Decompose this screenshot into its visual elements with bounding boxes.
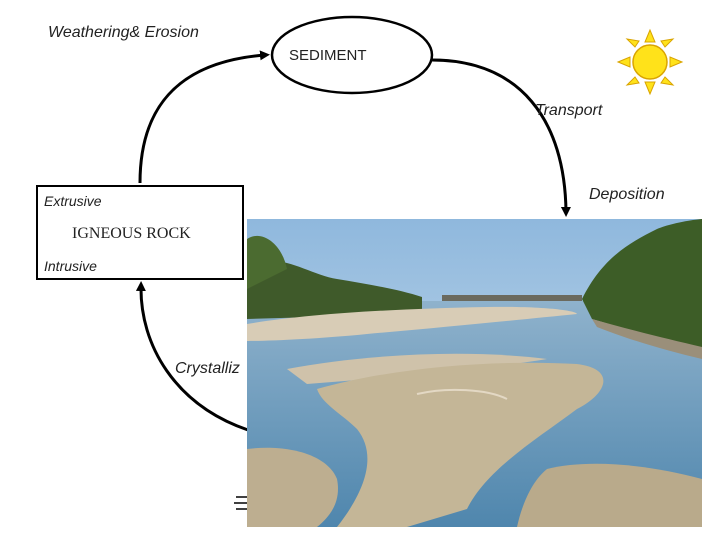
lower-left-sandbar: [247, 447, 338, 527]
sediment-node: [270, 15, 434, 95]
lower-right-sandbar: [517, 463, 702, 527]
far-sandbar: [247, 306, 577, 341]
transport-label: Transport: [535, 102, 603, 119]
distant-bridge: [442, 295, 582, 301]
foreground-sandbar: [317, 362, 604, 527]
igneous-rock-label: IGNEOUS ROCK: [72, 225, 191, 242]
middle-sandbar: [287, 353, 547, 384]
sand-highlight: [416, 388, 508, 400]
extrusive-label: Extrusive: [44, 193, 102, 209]
left-foreground-trees: [247, 235, 287, 289]
right-bank: [592, 319, 702, 359]
weathering-erosion-arrow: [138, 50, 270, 184]
left-trees: [247, 260, 422, 319]
photo-illustration: [247, 219, 702, 527]
intrusive-label: Intrusive: [44, 258, 97, 274]
right-trees: [582, 219, 702, 349]
transport-arrow: [431, 58, 571, 217]
partial-arrow-glyph: [234, 496, 248, 510]
crystallization-arrow: [135, 281, 249, 432]
crystallization-label: Crystalliz: [175, 360, 240, 377]
igneous-rock-box: Extrusive IGNEOUS ROCK Intrusive: [36, 185, 244, 280]
sun-icon: [616, 28, 684, 96]
sediment-label: SEDIMENT: [289, 47, 367, 64]
deposition-label: Deposition: [589, 186, 665, 203]
weathering-erosion-label: Weathering& Erosion: [48, 24, 199, 41]
river-sandbar-photo: [247, 219, 702, 527]
